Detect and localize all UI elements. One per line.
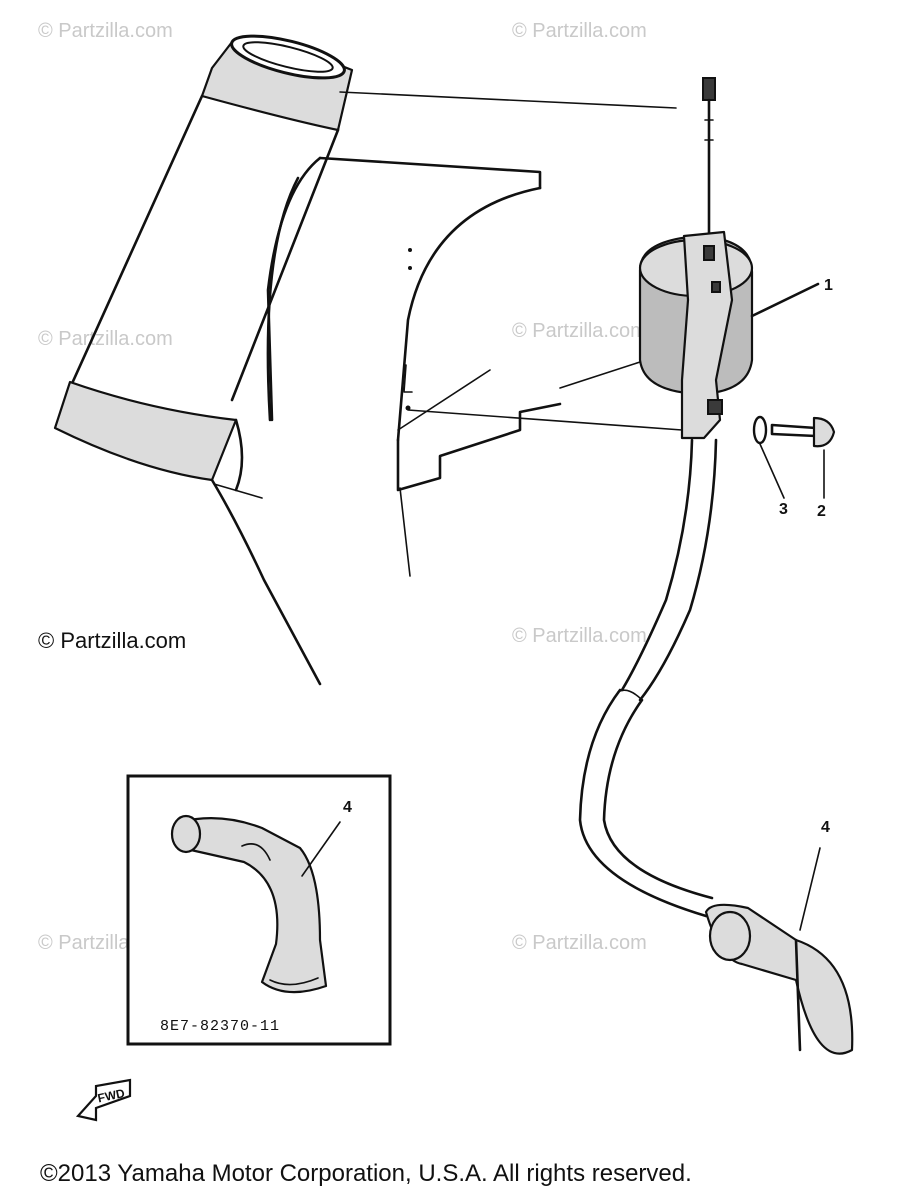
watermark: © Partzilla.com	[512, 932, 647, 954]
mounting-bolt	[770, 416, 836, 499]
inset-box: 8E7-82370-11	[126, 774, 392, 1046]
frame-head-pipe	[53, 34, 354, 686]
callout-4-main: 4	[821, 819, 830, 836]
spark-plug-cap	[704, 847, 854, 1055]
watermark: © Partzilla.com	[512, 320, 647, 342]
leader-line	[559, 361, 641, 389]
watermark: © Partzilla.com	[512, 625, 647, 647]
watermark: © Partzilla.com	[38, 20, 173, 42]
high-tension-wire	[702, 77, 716, 242]
washer	[752, 415, 785, 499]
leader-line	[339, 91, 677, 109]
inset-part-number: 8E7-82370-11	[160, 1018, 280, 1035]
copyright-notice: ©2013 Yamaha Motor Corporation, U.S.A. A…	[40, 1160, 692, 1187]
watermark-main: © Partzilla.com	[38, 628, 187, 653]
fwd-label: FWD	[96, 1086, 126, 1105]
frame-gusset-plate	[266, 156, 562, 577]
fwd-arrow-icon: FWD	[75, 1078, 132, 1122]
callout-2: 2	[817, 503, 826, 520]
ignition-coil	[638, 230, 820, 440]
watermark: © Partzilla.com	[512, 20, 647, 42]
leader-line	[407, 409, 683, 431]
callout-4-inset: 4	[343, 799, 352, 816]
spark-plug-lead	[578, 438, 718, 918]
watermark: © Partzilla.com	[38, 328, 173, 350]
callout-3: 3	[779, 501, 788, 518]
callout-1: 1	[824, 277, 833, 294]
